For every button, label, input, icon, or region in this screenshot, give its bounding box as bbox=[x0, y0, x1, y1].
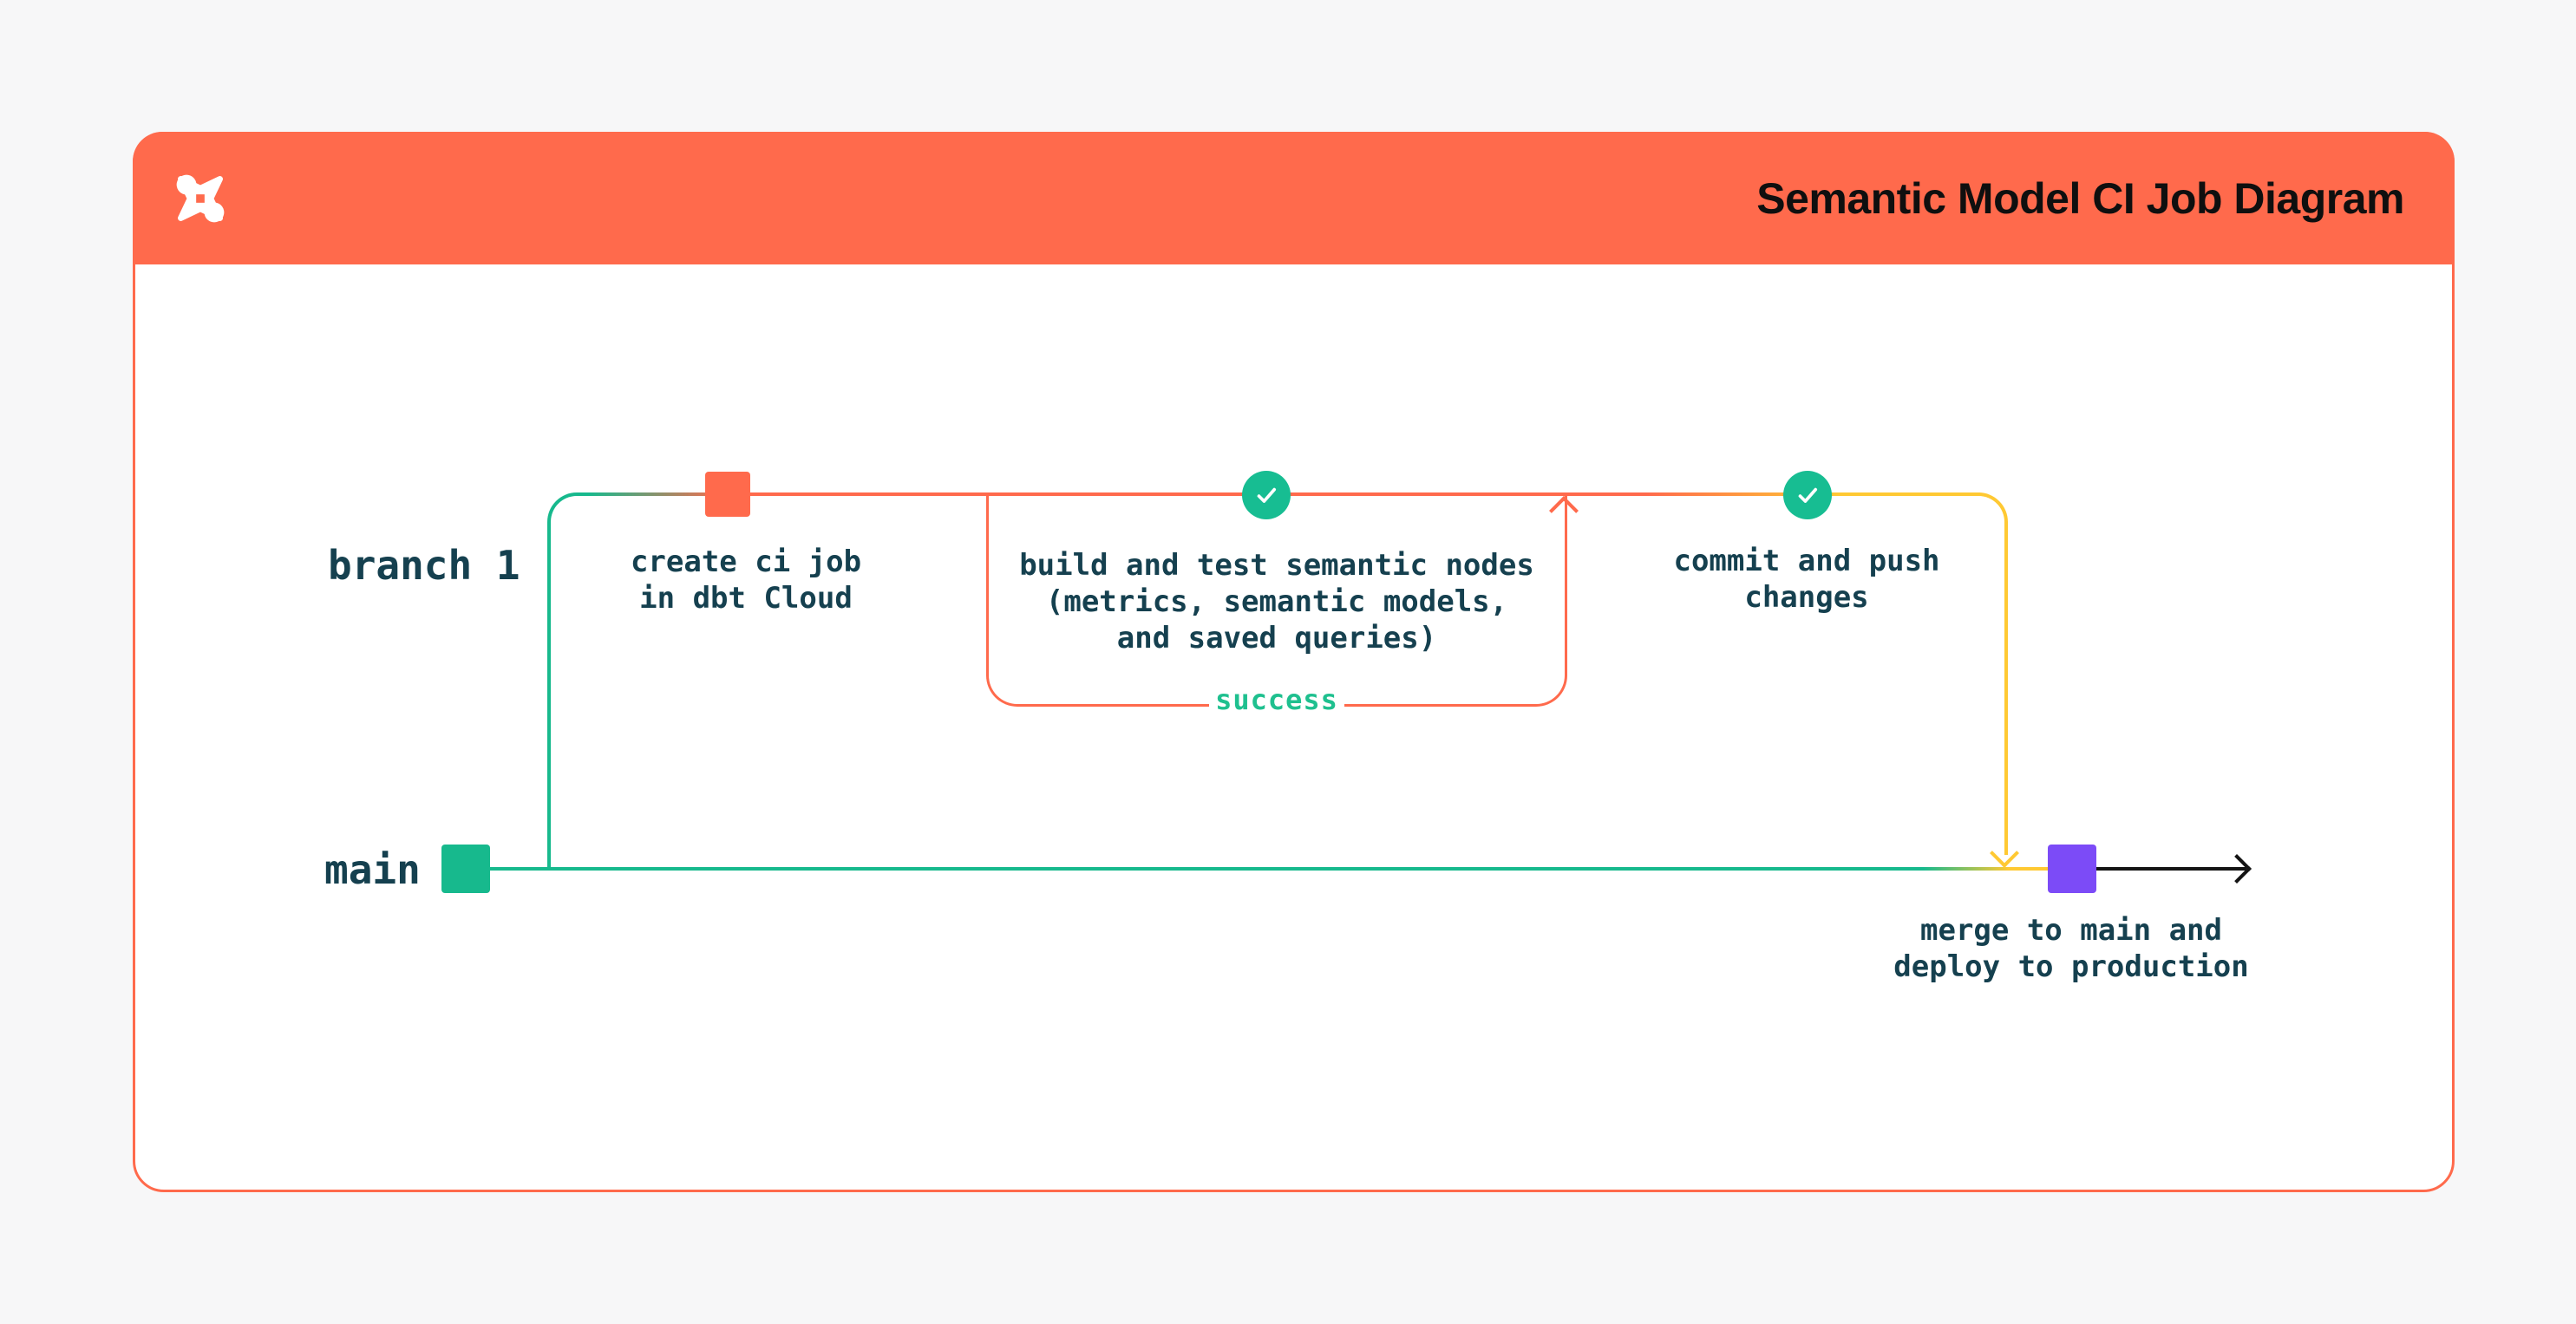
card-header: Semantic Model CI Job Diagram bbox=[133, 132, 2455, 264]
commit-node-create-ci-job bbox=[705, 472, 750, 517]
check-circle-icon bbox=[1242, 471, 1291, 519]
check-circle-icon bbox=[1783, 471, 1832, 519]
commit-node-merge-deploy bbox=[2048, 845, 2096, 893]
lane-label-main: main bbox=[324, 846, 421, 893]
step-label-commit-push: commit and push changes bbox=[1673, 544, 1940, 615]
branch-line-rise bbox=[547, 492, 603, 869]
diagram-card: Semantic Model CI Job Diagram bbox=[133, 132, 2455, 1192]
step-label-merge-deploy: merge to main and deploy to production bbox=[1893, 913, 2249, 984]
main-line-continuation bbox=[2095, 867, 2246, 871]
commit-node-main-start bbox=[441, 845, 490, 893]
dbt-logo-icon bbox=[176, 174, 225, 222]
success-label: success bbox=[1209, 683, 1344, 716]
page-title: Semantic Model CI Job Diagram bbox=[1756, 173, 2404, 223]
branch-line-merge-descent bbox=[1977, 492, 2008, 855]
step-label-build-and-test: build and test semantic nodes (metrics, … bbox=[1019, 548, 1534, 655]
main-line bbox=[490, 867, 2048, 871]
step-label-create-ci-job: create ci job in dbt Cloud bbox=[630, 545, 862, 616]
lane-label-branch-1: branch 1 bbox=[328, 542, 520, 589]
